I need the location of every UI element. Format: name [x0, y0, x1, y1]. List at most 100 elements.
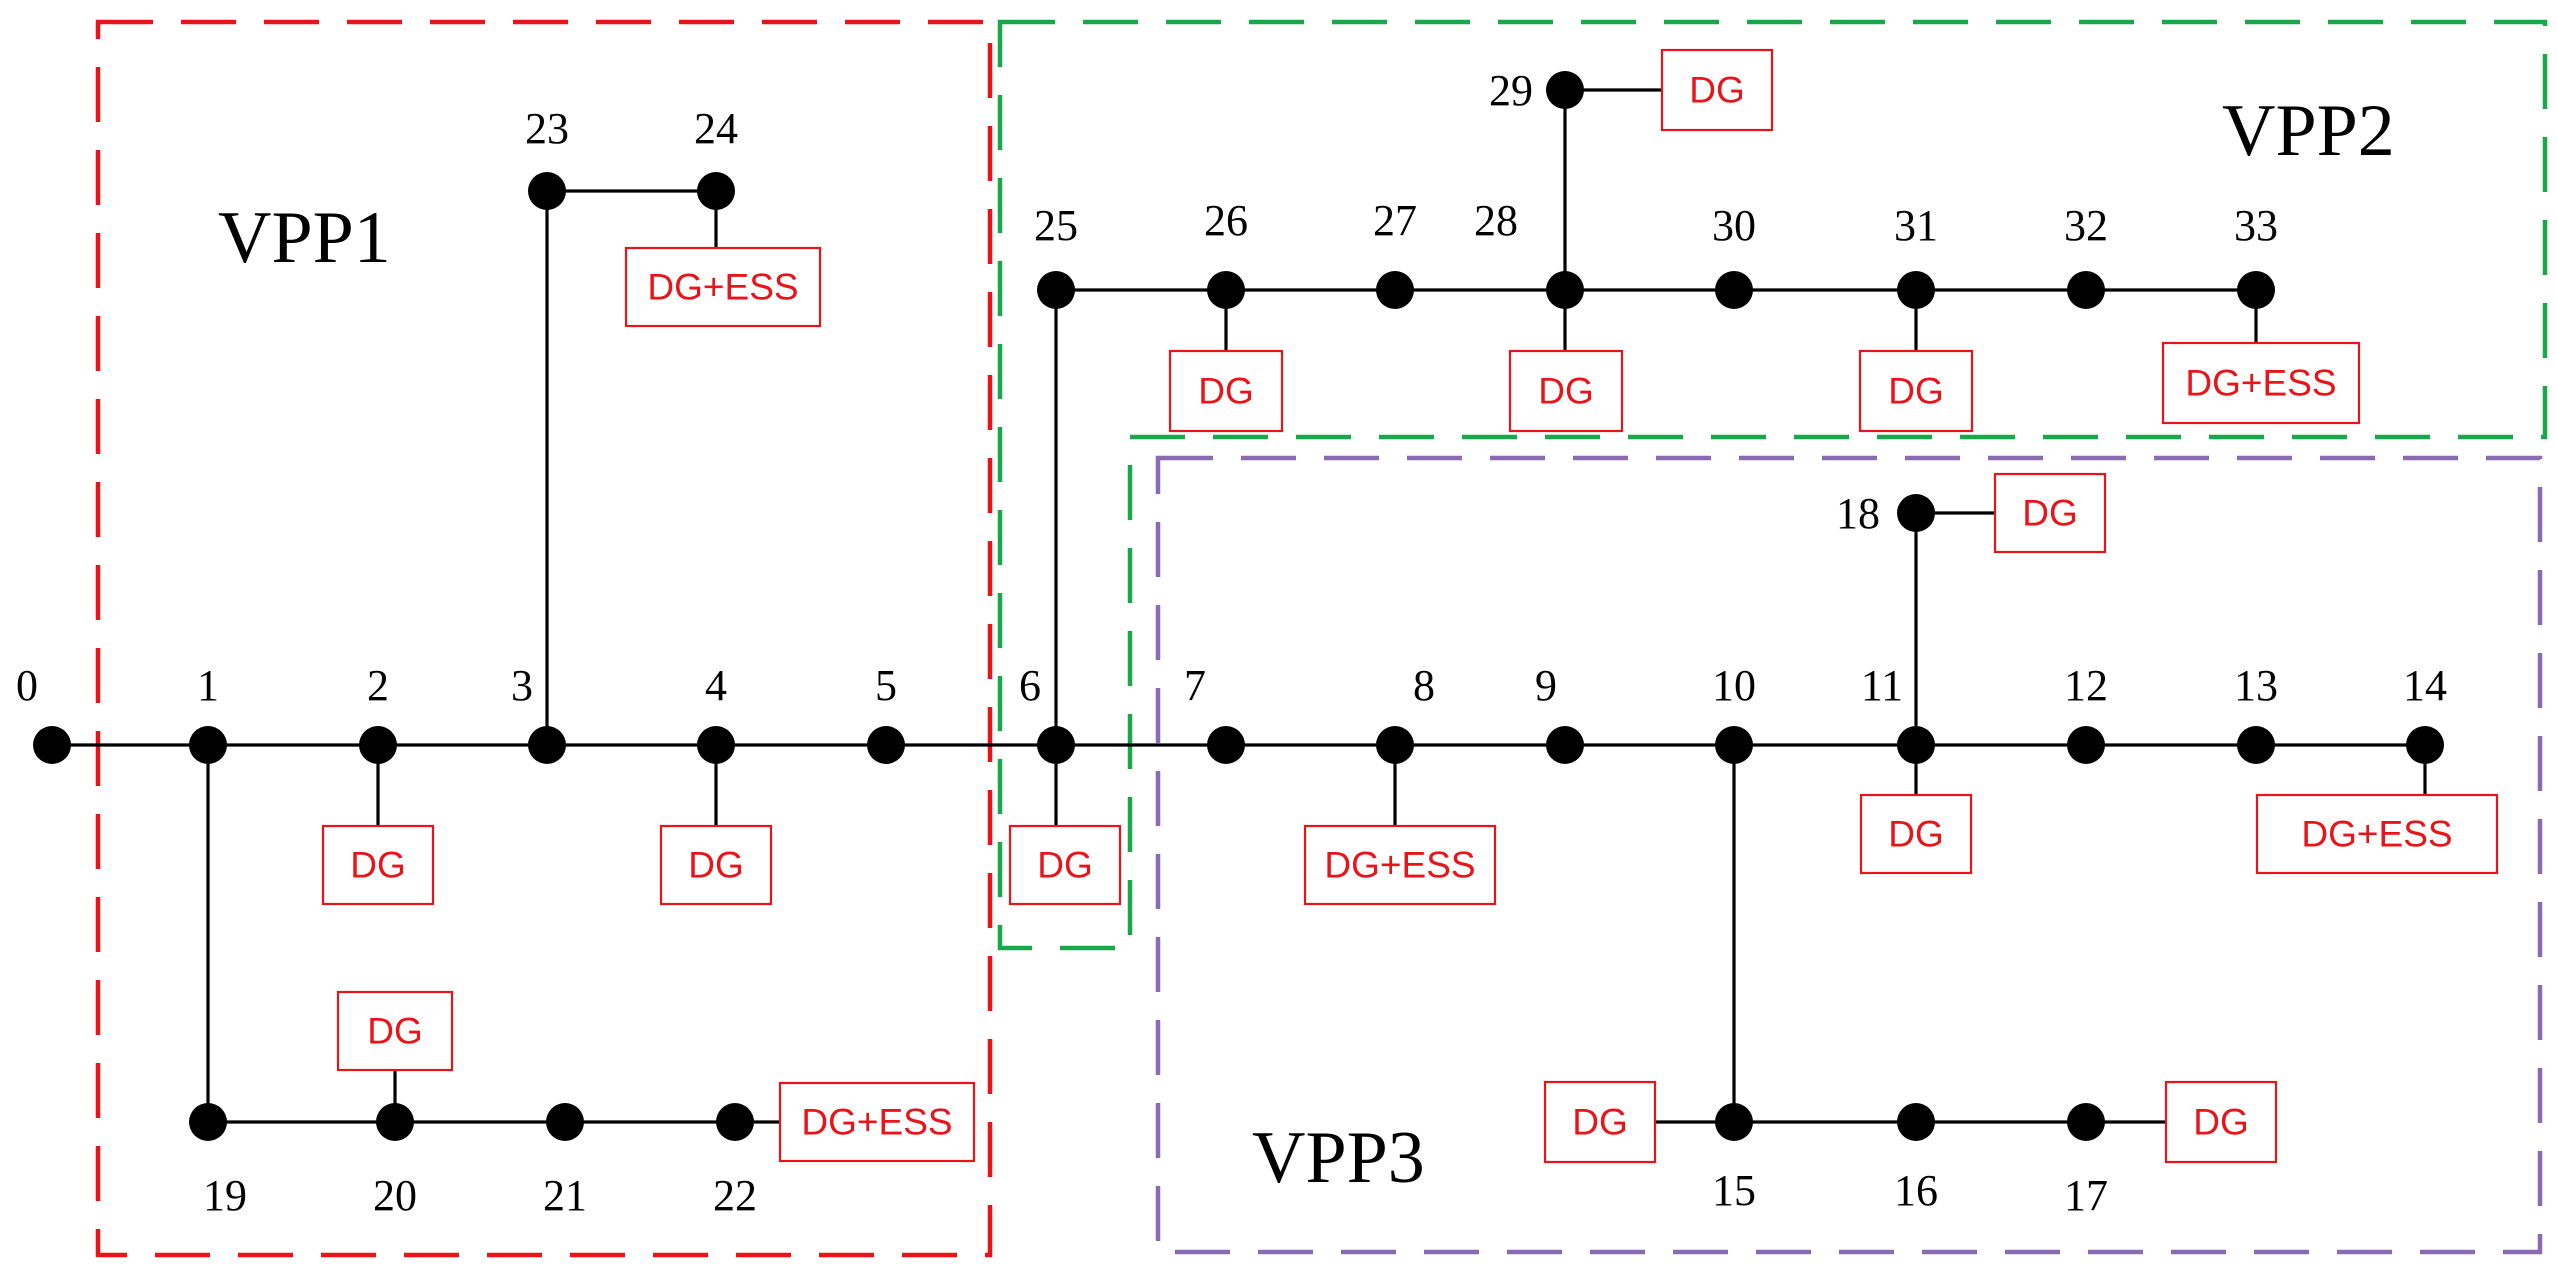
bus-node-14: [2406, 726, 2444, 764]
bus-node-23: [528, 172, 566, 210]
generator-unit-bus-22: DG+ESS: [778, 1081, 976, 1163]
bus-label-22: 22: [713, 1171, 757, 1220]
generator-unit-bus-20: DG: [336, 990, 454, 1072]
bus-label-8: 8: [1413, 661, 1435, 710]
bus-node-12: [2067, 726, 2105, 764]
dg-ess-box: [778, 1081, 976, 1163]
generator-unit-bus-29: DG: [1660, 48, 1774, 132]
vpp1-region-boundary: [95, 19, 993, 1258]
dg-label: DG: [1689, 70, 1745, 111]
generator-unit-bus-15: DG: [1543, 1080, 1657, 1164]
generator-unit-bus-33: DG+ESS: [2161, 341, 2361, 425]
bus-label-21: 21: [543, 1171, 587, 1220]
bus-label-31: 31: [1894, 201, 1938, 250]
bus-label-11: 11: [1861, 661, 1903, 710]
generator-unit-bus-4: DG: [659, 824, 773, 906]
generator-unit-bus-26: DG: [1168, 349, 1284, 433]
dg-label: DG: [350, 845, 406, 886]
vpp3-label: VPP3: [1252, 1117, 1425, 1199]
bus-label-19: 19: [203, 1171, 247, 1220]
dg-box: [1660, 48, 1774, 132]
bus-label-18: 18: [1836, 489, 1880, 538]
bus-label-3: 3: [511, 661, 533, 710]
bus-node-29: [1546, 71, 1584, 109]
branch-1-19-22: [206, 745, 735, 1124]
bus-node-30: [1715, 271, 1753, 309]
bus-node-4: [697, 726, 735, 764]
bus-node-15: [1715, 1103, 1753, 1141]
dg-ess-label: DG+ESS: [2185, 363, 2336, 404]
bus-node-18: [1897, 494, 1935, 532]
dg-box: [1168, 349, 1284, 433]
bus-label-26: 26: [1204, 196, 1248, 245]
bus-node-26: [1207, 271, 1245, 309]
bus-label-32: 32: [2064, 201, 2108, 250]
bus-label-12: 12: [2064, 661, 2108, 710]
generator-unit-bus-28: DG: [1508, 349, 1624, 433]
bus-label-14: 14: [2403, 661, 2447, 710]
dg-label: DG: [2022, 493, 2078, 534]
bus-node-10: [1715, 726, 1753, 764]
bus-label-10: 10: [1712, 661, 1756, 710]
generator-unit-bus-31: DG: [1858, 349, 1974, 433]
bus-node-2: [359, 726, 397, 764]
bus-label-13: 13: [2234, 661, 2278, 710]
dg-label: DG: [1888, 814, 1944, 855]
generator-unit-bus-17: DG: [2164, 1080, 2278, 1164]
bus-node-7: [1207, 726, 1245, 764]
dg-box: [2164, 1080, 2278, 1164]
vpp1-label: VPP1: [218, 197, 391, 279]
dg-ess-box: [2161, 341, 2361, 425]
bus-node-19: [189, 1103, 227, 1141]
bus-label-0: 0: [16, 661, 38, 710]
dg-box: [659, 824, 773, 906]
bus-node-28: [1546, 271, 1584, 309]
bus-label-7: 7: [1184, 661, 1206, 710]
dg-label: DG: [688, 845, 744, 886]
dg-box: [321, 824, 435, 906]
bus-label-25: 25: [1034, 201, 1078, 250]
generator-unit-bus-18: DG: [1993, 472, 2107, 554]
dg-box: [1859, 793, 1973, 875]
dg-ess-label: DG+ESS: [1324, 845, 1475, 886]
bus-label-1: 1: [197, 661, 219, 710]
generator-unit-bus-24: DG+ESS: [624, 246, 822, 328]
bus-node-24: [697, 172, 735, 210]
bus-node-11: [1897, 726, 1935, 764]
bus-label-2: 2: [367, 661, 389, 710]
bus-label-20: 20: [373, 1171, 417, 1220]
dg-ess-box: [624, 246, 822, 328]
bus-node-33: [2237, 271, 2275, 309]
dg-box: [1543, 1080, 1657, 1164]
bus-node-16: [1897, 1103, 1935, 1141]
bus-node-31: [1897, 271, 1935, 309]
generator-unit-bus-2: DG: [321, 824, 435, 906]
dg-ess-label: DG+ESS: [801, 1102, 952, 1143]
bus-label-5: 5: [875, 661, 897, 710]
bus-label-16: 16: [1894, 1166, 1938, 1215]
bus-node-13: [2237, 726, 2275, 764]
generator-group: DG DG DG DG+ESS DG DG+ESS DG DG DG DG DG+ESS DG+ESS…: [321, 48, 2499, 1164]
bus-label-4: 4: [705, 661, 727, 710]
bus-label-17: 17: [2064, 1171, 2108, 1220]
bus-label-27: 27: [1373, 196, 1417, 245]
bus-node-22: [716, 1103, 754, 1141]
dg-box: [1508, 349, 1624, 433]
generator-unit-bus-14: DG+ESS: [2255, 793, 2499, 875]
bus-label-6: 6: [1019, 661, 1041, 710]
bus-label-30: 30: [1712, 201, 1756, 250]
bus-node-1: [189, 726, 227, 764]
bus-label-33: 33: [2234, 201, 2278, 250]
dg-ess-box: [1303, 824, 1497, 906]
bus-node-0: [33, 726, 71, 764]
generator-unit-bus-11: DG: [1859, 793, 1973, 875]
bus-node-27: [1376, 271, 1414, 309]
bus-label-28: 28: [1474, 196, 1518, 245]
vpp2-region-boundary: [997, 19, 2548, 951]
bus-label-24: 24: [694, 104, 738, 153]
bus-node-6: [1037, 726, 1075, 764]
bus-label-15: 15: [1712, 1166, 1756, 1215]
bus-node-17: [2067, 1103, 2105, 1141]
